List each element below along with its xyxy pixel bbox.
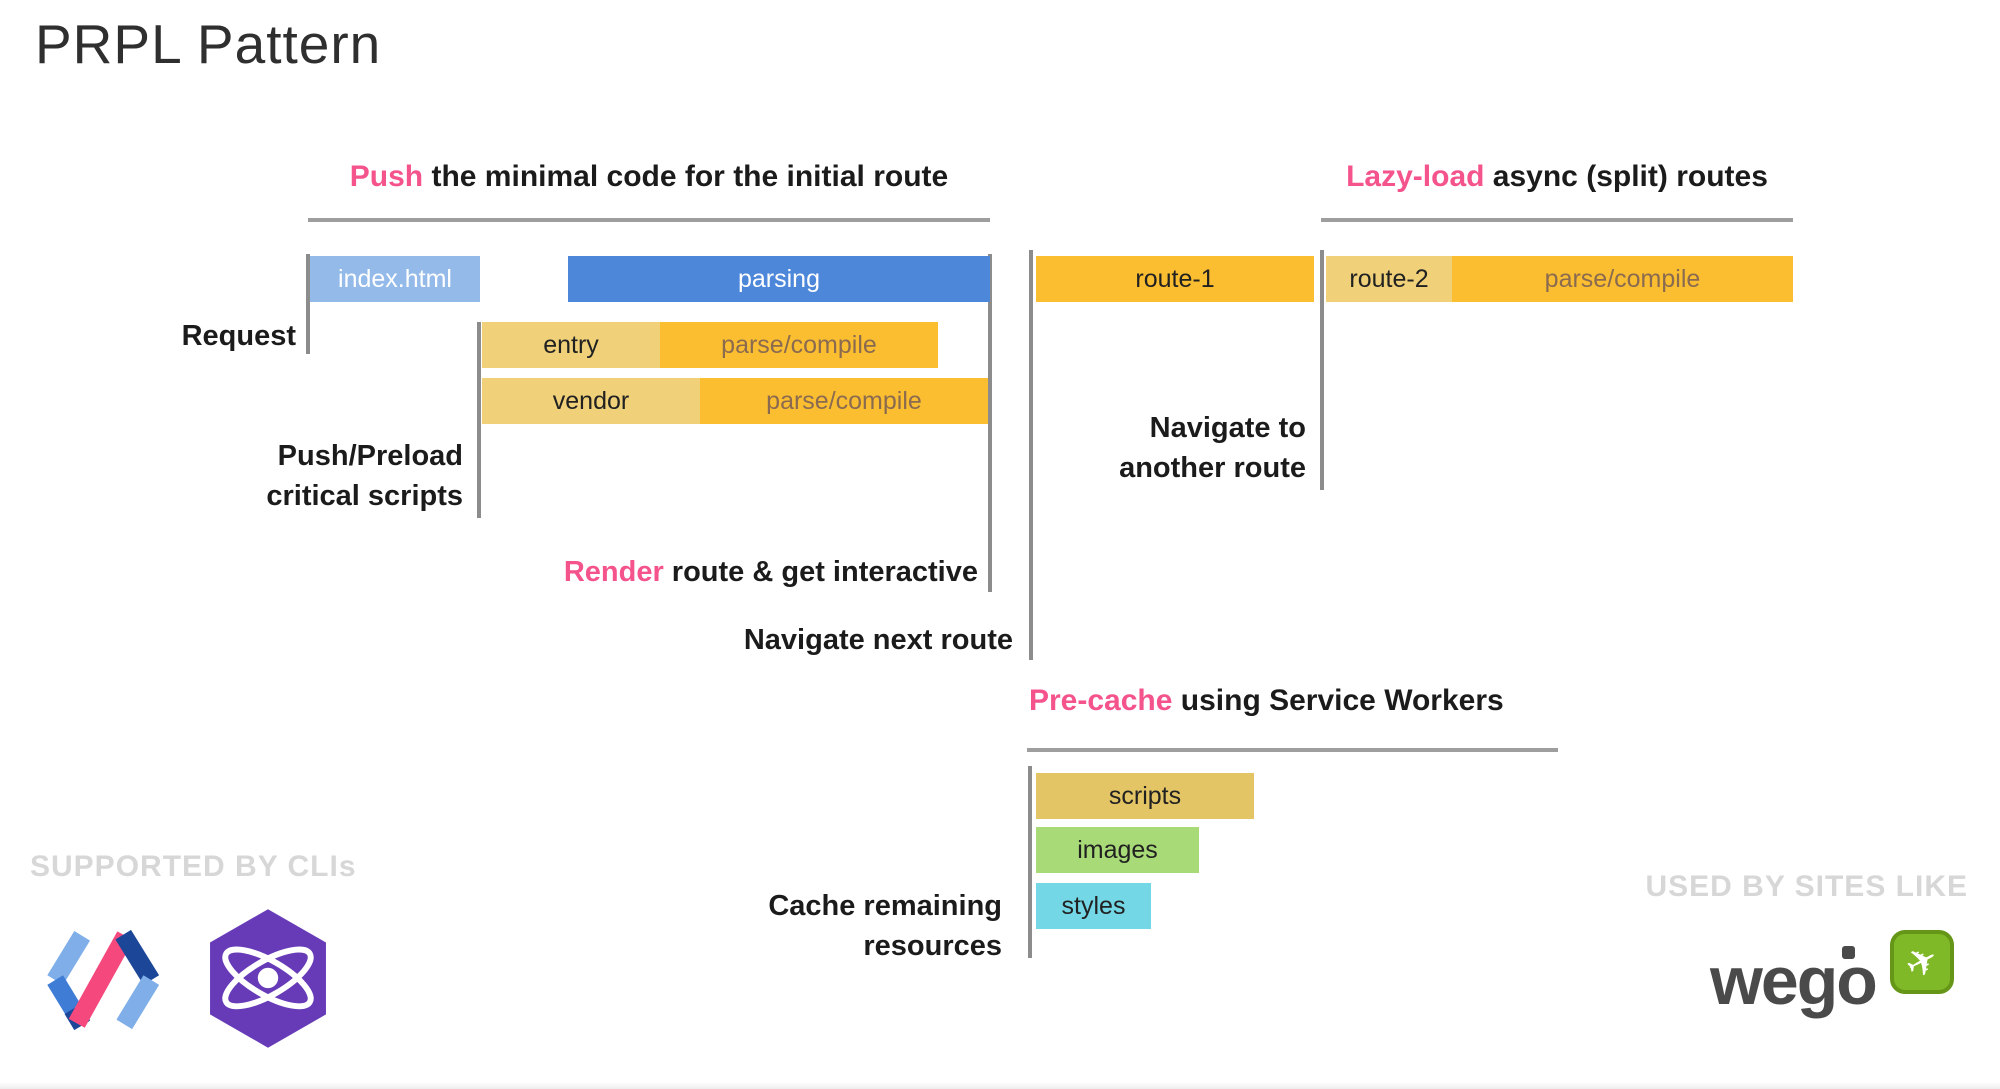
cache-remaining-label-line1: Cache remaining (768, 890, 1002, 922)
lazyload-heading-accent: Lazy-load (1346, 160, 1485, 193)
lazyload-heading-rest: async (split) routes (1484, 160, 1768, 193)
request-label: Request (181, 320, 296, 352)
polymer-logo-icon (47, 929, 160, 1031)
push-section-heading: Push the minimal code for the initial ro… (308, 160, 990, 194)
bar-route-1: route-1 (1036, 256, 1314, 302)
push-heading-accent: Push (349, 160, 424, 193)
precache-heading-accent: Pre-cache (1029, 684, 1173, 717)
bar-route-1-label: route-1 (1135, 264, 1215, 293)
bar-images: images (1036, 827, 1199, 873)
bar-scripts-label: scripts (1108, 781, 1182, 810)
bar-entry-label: entry (543, 330, 599, 359)
navigate-next-marker-line (1029, 250, 1033, 660)
render-label-rest: route & get interactive (663, 556, 978, 588)
bar-route-2: route-2 (1326, 256, 1452, 302)
navigate-another-label: Navigate to another route (1050, 408, 1306, 488)
bar-route-2-label: route-2 (1349, 264, 1429, 293)
navigate-another-marker-line (1320, 250, 1324, 490)
navigate-another-label-line2: another route (1119, 452, 1306, 484)
bar-scripts: scripts (1036, 773, 1254, 819)
push-preload-label-line1: Push/Preload (277, 440, 463, 472)
used-by-sites-label: USED BY SITES LIKE (1645, 870, 1968, 903)
precache-heading-underline (1027, 748, 1558, 752)
bar-vendor-label: vendor (552, 386, 630, 415)
request-marker-line (306, 254, 310, 354)
bar-styles: styles (1036, 883, 1151, 929)
render-marker-line (988, 254, 992, 592)
bar-vendor-parse-compile: parse/compile (700, 378, 988, 424)
bar-vendor: vendor (482, 378, 700, 424)
push-preload-marker-line (477, 322, 481, 518)
cache-remaining-label-line2: resources (863, 930, 1002, 962)
cache-remaining-label: Cache remaining resources (730, 886, 1002, 966)
precache-marker-line (1028, 766, 1032, 958)
bar-parsing: parsing (568, 256, 990, 302)
push-heading-rest: the minimal code for the initial route (423, 160, 949, 193)
lazyload-section-heading: Lazy-load async (split) routes (1321, 160, 1793, 194)
bar-route-2-parse-compile-label: parse/compile (1544, 264, 1701, 293)
bar-index-html-label: index.html (338, 264, 452, 293)
precache-section-heading: Pre-cache using Service Workers (1029, 684, 1504, 718)
push-preload-label-line2: critical scripts (266, 480, 463, 512)
airplane-glyph: ✈ (1897, 935, 1947, 989)
bar-entry: entry (482, 322, 660, 368)
preact-logo-icon (210, 909, 326, 1048)
bar-entry-parse-compile: parse/compile (660, 322, 938, 368)
wego-logo-dot (1842, 946, 1855, 959)
lazyload-heading-underline (1321, 218, 1793, 222)
push-heading-underline (308, 218, 990, 222)
navigate-next-label: Navigate next route (743, 624, 1013, 656)
slide-bottom-shadow (0, 1082, 2000, 1089)
push-preload-label: Push/Preload critical scripts (180, 436, 463, 516)
bar-entry-parse-compile-label: parse/compile (721, 330, 877, 359)
page-title: PRPL Pattern (35, 13, 382, 75)
render-label-accent: Render (563, 556, 664, 588)
supported-by-clis-label: SUPPORTED BY CLIs (30, 850, 357, 883)
bar-images-label: images (1077, 835, 1158, 864)
bar-vendor-parse-compile-label: parse/compile (766, 386, 922, 415)
wego-airplane-icon: ✈ (1890, 930, 1954, 994)
bar-parsing-label: parsing (738, 264, 820, 293)
precache-heading-rest: using Service Workers (1172, 684, 1504, 717)
bar-route-2-parse-compile: parse/compile (1452, 256, 1793, 302)
bar-index-html: index.html (310, 256, 480, 302)
bar-styles-label: styles (1061, 891, 1126, 920)
navigate-another-label-line1: Navigate to (1149, 412, 1306, 444)
render-label: Render route & get interactive (500, 552, 978, 592)
